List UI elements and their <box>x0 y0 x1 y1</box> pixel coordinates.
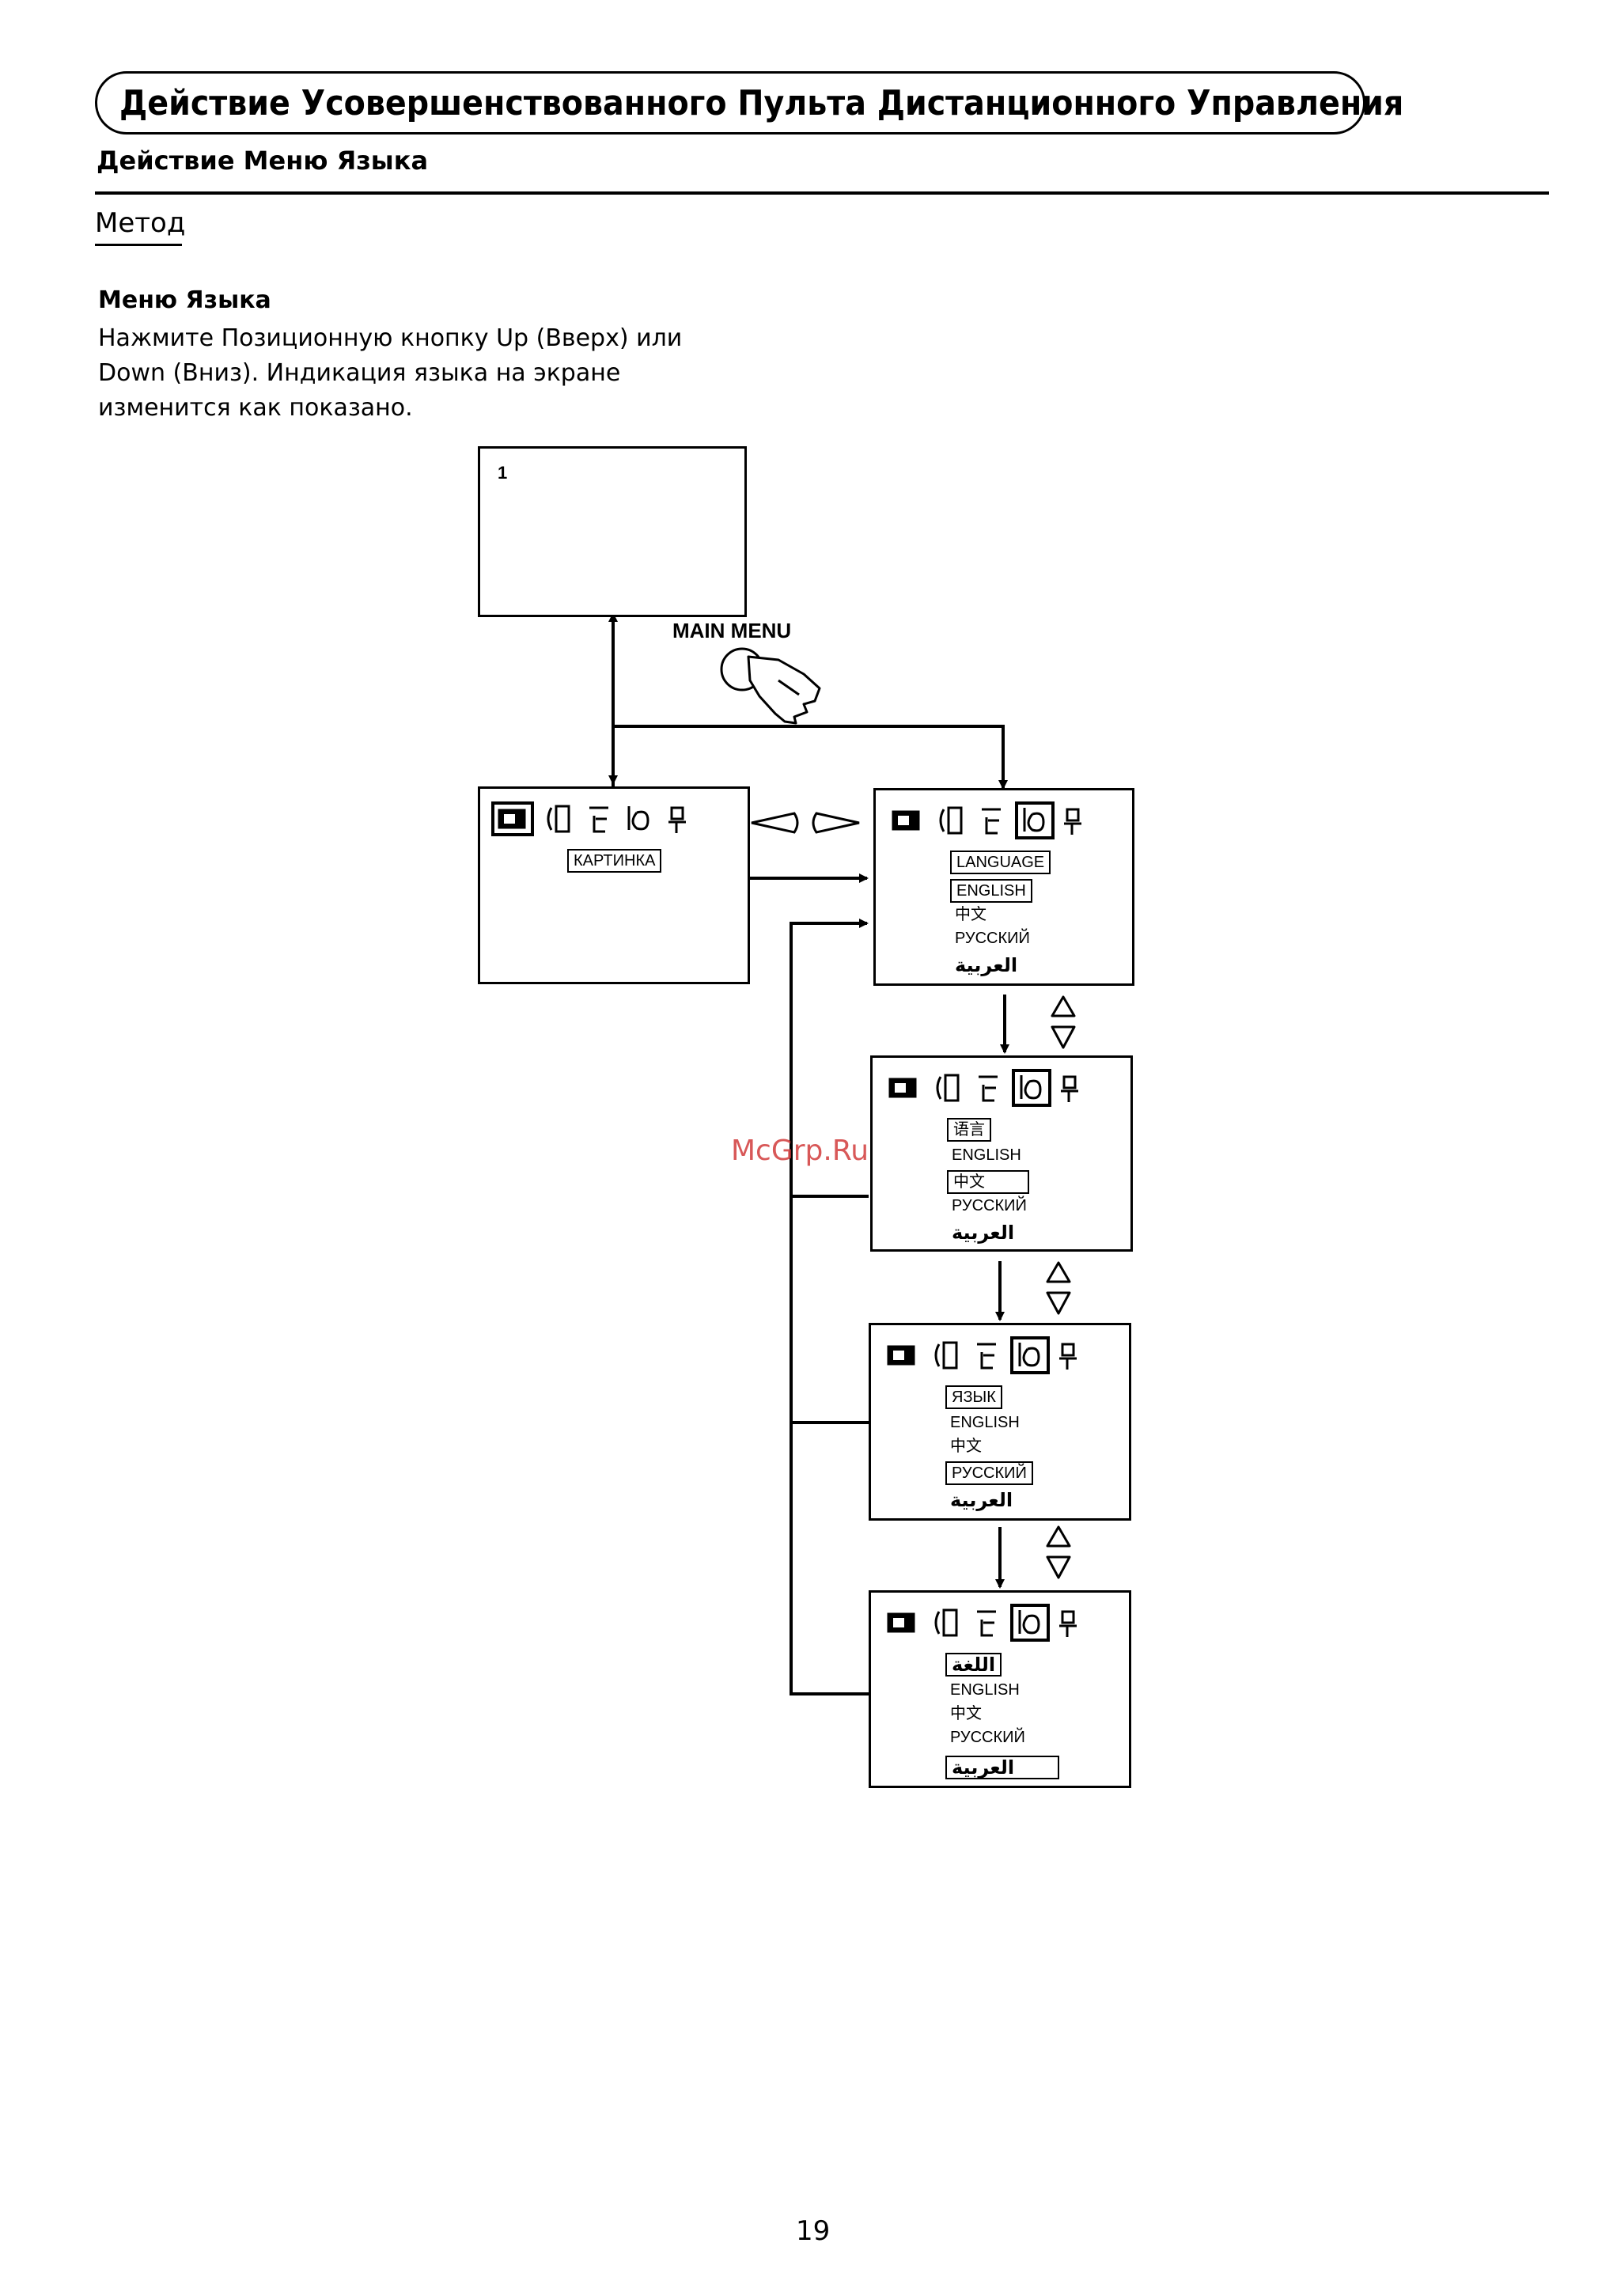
language-icon <box>1023 808 1045 832</box>
setup-icon <box>979 1075 998 1102</box>
language-option-selected: РУССКИЙ <box>945 1461 1033 1485</box>
language-header: اللغة <box>945 1653 1002 1677</box>
menu-icons <box>491 801 686 836</box>
menu-icon-row <box>882 1069 1127 1112</box>
menu-icon-row <box>880 1336 1126 1380</box>
page-number: 19 <box>796 2215 831 2247</box>
setup-icon <box>977 1610 996 1637</box>
function-icon <box>1059 1343 1077 1370</box>
language-icon-selected-frame <box>1010 1604 1050 1642</box>
menu-icons <box>892 801 1081 839</box>
menu-icons <box>887 1604 1077 1642</box>
up-button-icon-1 <box>1051 995 1076 1017</box>
down-button-icon-3 <box>1046 1555 1071 1579</box>
tv-screen: 1 <box>478 446 747 617</box>
function-icon <box>1059 1610 1077 1637</box>
language-option: 中文 <box>950 1705 982 1722</box>
language-icon <box>627 806 649 831</box>
language-icon-selected-frame <box>1010 1336 1050 1374</box>
menu-icon-row <box>490 800 743 843</box>
divider <box>95 191 1549 195</box>
language-option: ENGLISH <box>952 1146 1021 1164</box>
language-screen-1: LANGUAGE ENGLISH 中文 РУССКИЙ العربية <box>873 788 1134 986</box>
language-header: ЯЗЫК <box>945 1385 1002 1409</box>
picture-icon-selected-frame <box>491 801 534 836</box>
language-option: ENGLISH <box>950 1681 1020 1699</box>
language-screen-4: اللغة ENGLISH 中文 РУССКИЙ العربية <box>869 1590 1131 1788</box>
language-option: РУССКИЙ <box>950 1729 1025 1746</box>
setup-icon <box>977 1343 996 1370</box>
language-option: العربية <box>955 954 1018 976</box>
picture-menu-screen: КАРТИНКА <box>478 786 750 984</box>
language-option-selected: ENGLISH <box>950 879 1032 903</box>
sound-icon <box>936 1074 960 1102</box>
language-option: РУССКИЙ <box>955 930 1030 947</box>
function-icon <box>1064 808 1081 835</box>
menu-icon-row <box>885 801 1130 845</box>
section-subtitle: Действие Меню Языка <box>97 146 429 176</box>
channel-number: 1 <box>498 463 508 483</box>
left-right-buttons <box>751 812 860 834</box>
setup-icon <box>982 808 1001 835</box>
right-button-icon <box>812 812 860 834</box>
loop-return <box>790 919 869 1695</box>
up-down-buttons <box>1046 995 1076 1579</box>
hand-press-icon <box>720 647 821 725</box>
down-button-icon-1 <box>1051 1025 1076 1049</box>
language-header: 语言 <box>947 1118 991 1142</box>
watermark: McGrp.Ru <box>731 1135 869 1167</box>
language-screen-2: 语言 ENGLISH 中文 РУССКИЙ العربية <box>870 1055 1133 1252</box>
menu-icon-row <box>880 1604 1126 1647</box>
menu-icons <box>887 1336 1077 1374</box>
language-option: 中文 <box>955 906 986 923</box>
function-icon <box>1061 1075 1078 1102</box>
language-option-selected: 中文 <box>947 1170 1029 1194</box>
sound-icon <box>934 1341 958 1370</box>
language-icon <box>1018 1610 1040 1635</box>
language-option-selected: العربية <box>945 1756 1059 1779</box>
method-heading: Метод <box>95 207 186 239</box>
language-option: العربية <box>950 1489 1013 1511</box>
arrow-main-menu-branch <box>613 725 1008 790</box>
title-frame: Действие Усовершенствованного Пульта Дис… <box>95 71 1403 135</box>
menu-description: Нажмите Позиционную кнопку Up (Вверх) ил… <box>98 324 683 422</box>
sound-icon <box>934 1608 958 1637</box>
menu-heading: Меню Языка <box>98 286 271 314</box>
sound-icon <box>547 805 570 833</box>
language-option: ENGLISH <box>950 1414 1020 1431</box>
main-menu-label: MAIN MENU <box>672 619 792 642</box>
left-button-icon <box>751 812 799 834</box>
language-option: РУССКИЙ <box>952 1197 1027 1214</box>
function-icon <box>668 806 686 833</box>
language-icon-selected-frame <box>1015 801 1055 839</box>
menu-icons <box>888 1069 1078 1107</box>
setup-icon <box>589 806 608 833</box>
sound-icon <box>939 806 963 835</box>
page-title: Действие Усовершенствованного Пульта Дис… <box>119 82 1404 123</box>
method-underline <box>95 244 182 246</box>
down-button-icon-2 <box>1046 1291 1071 1315</box>
picture-label: КАРТИНКА <box>567 849 662 873</box>
language-icon <box>1020 1075 1042 1100</box>
language-header: LANGUAGE <box>950 851 1051 874</box>
language-icon-selected-frame <box>1012 1069 1051 1107</box>
up-button-icon-2 <box>1046 1261 1071 1283</box>
language-icon <box>1018 1343 1040 1367</box>
up-button-icon-3 <box>1046 1525 1071 1548</box>
language-option: العربية <box>952 1222 1015 1244</box>
language-option: 中文 <box>950 1438 982 1455</box>
language-screen-3: ЯЗЫК ENGLISH 中文 РУССКИЙ العربية <box>869 1323 1131 1521</box>
